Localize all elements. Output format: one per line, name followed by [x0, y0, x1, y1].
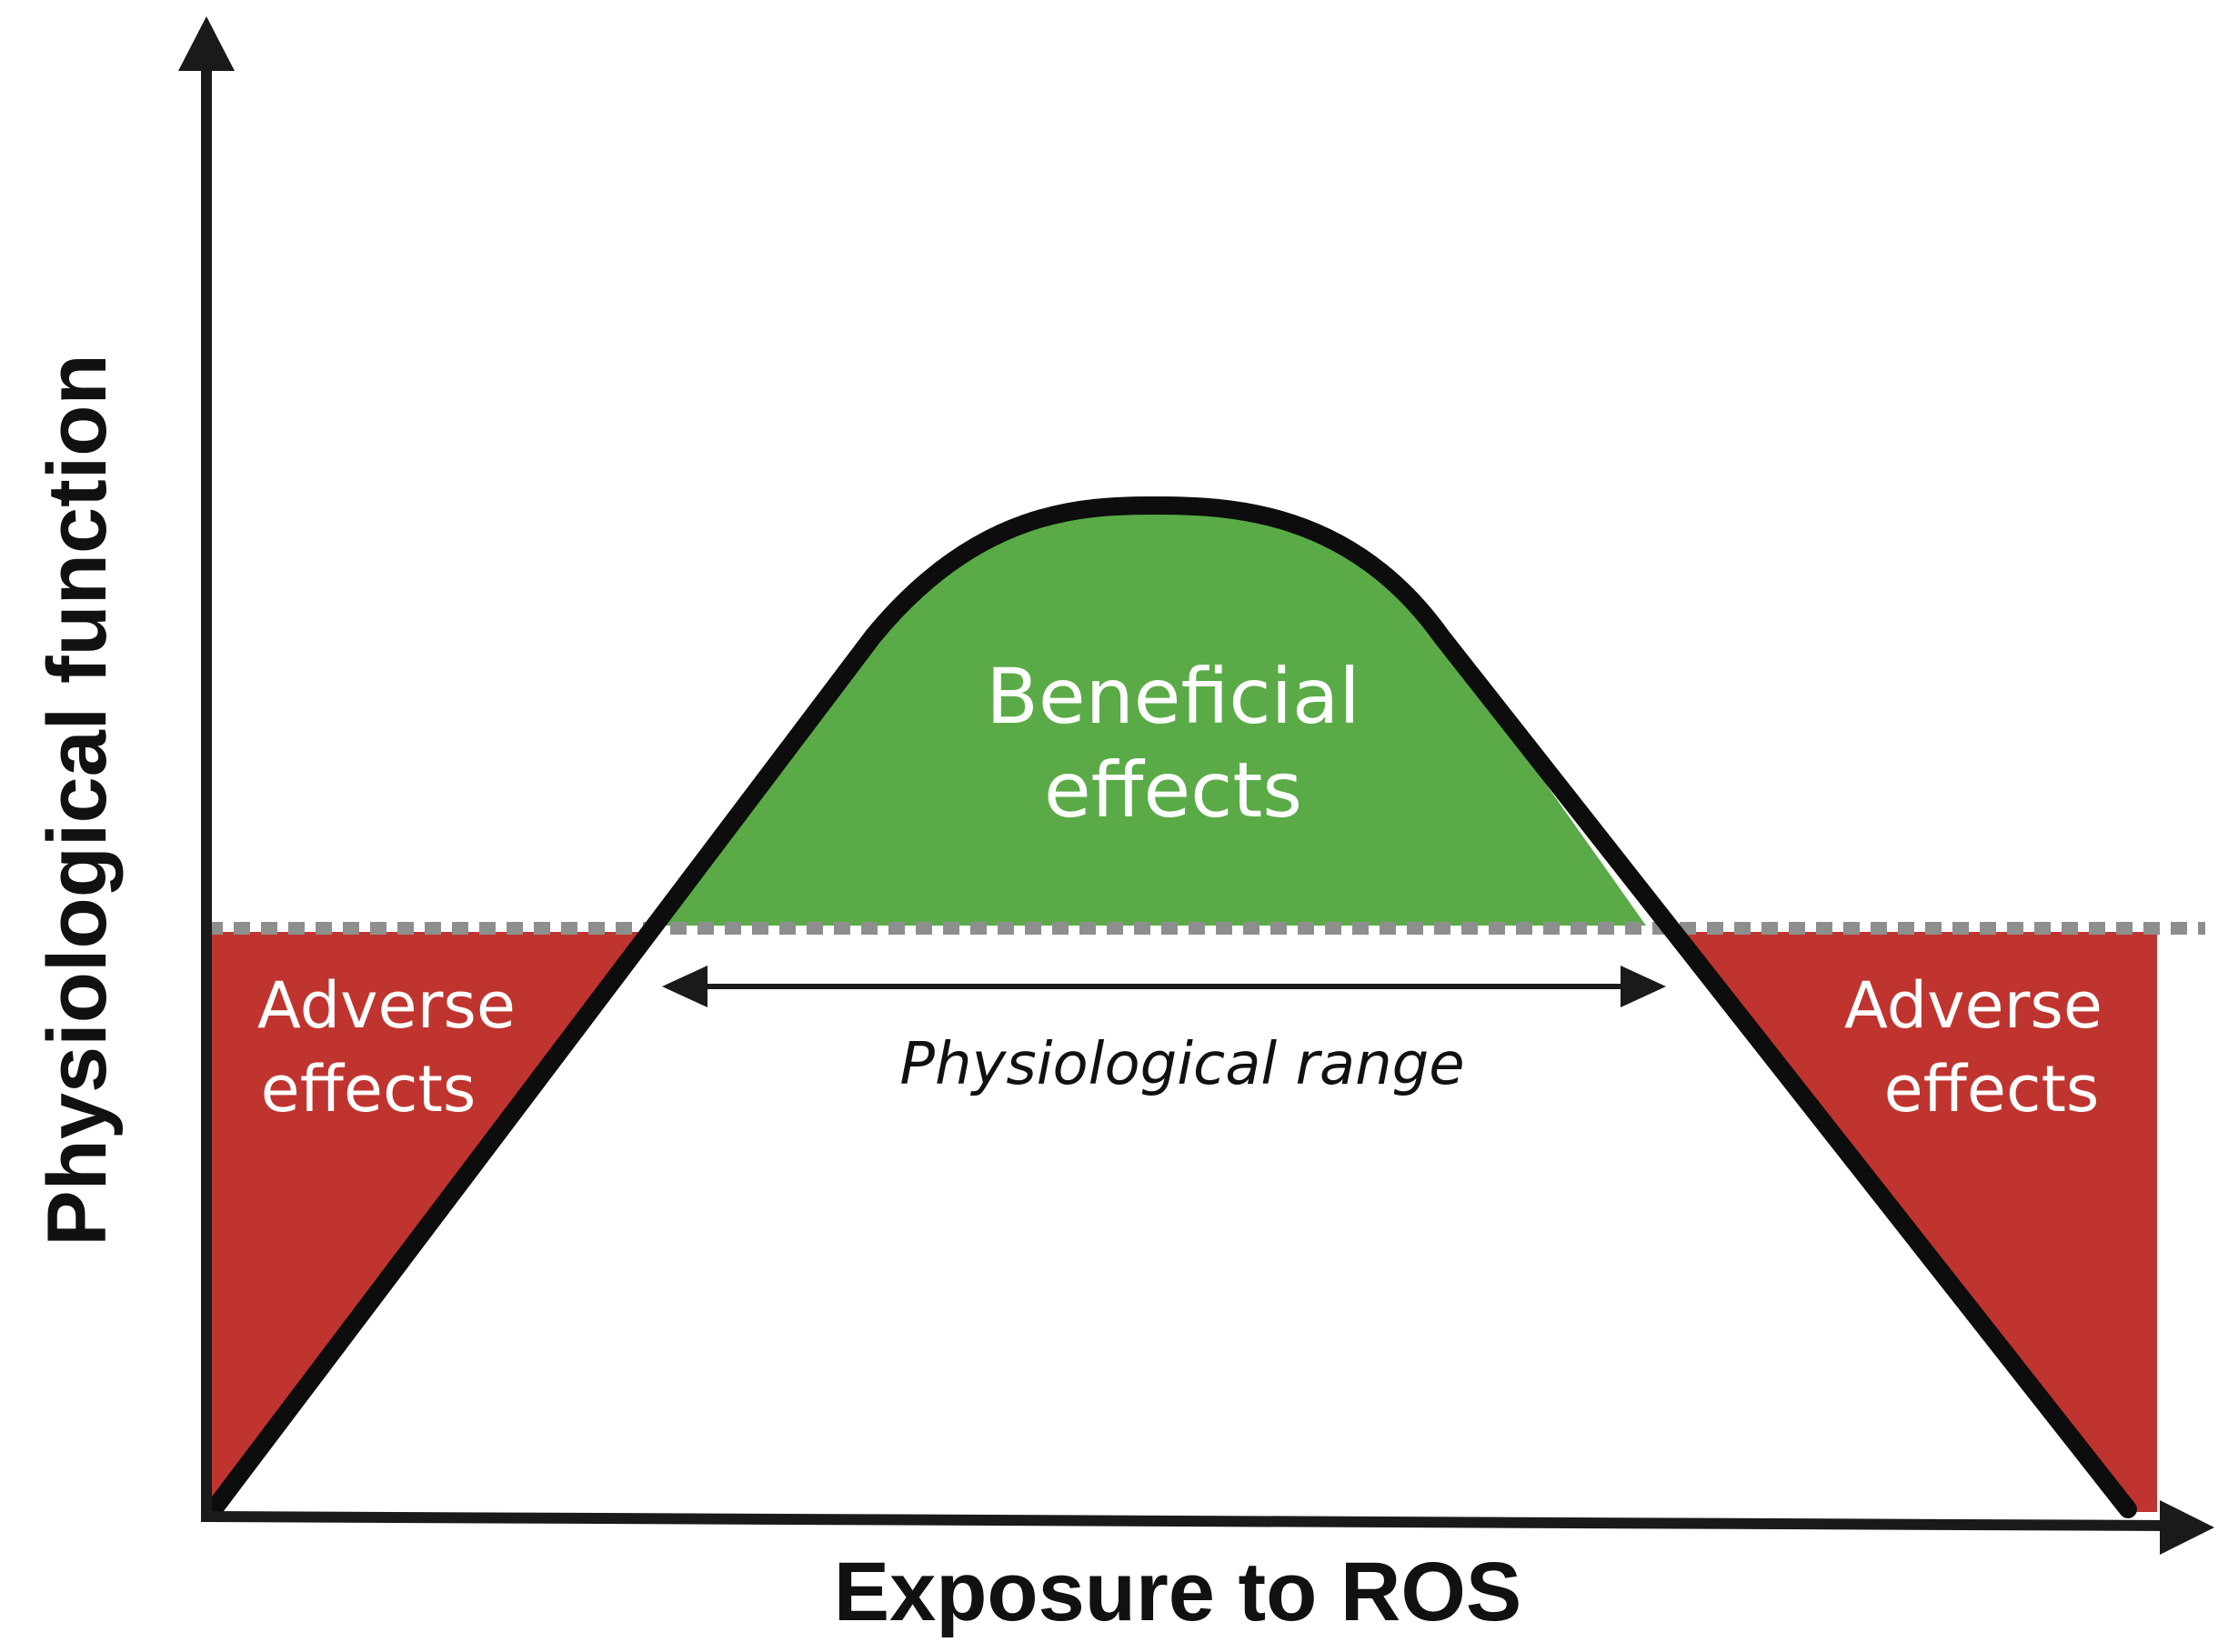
y-axis-label: Physiological function — [31, 354, 124, 1246]
x-axis-label: Exposure to ROS — [834, 1546, 1522, 1638]
x-axis — [200, 1511, 2170, 1531]
beneficial-label-line2: effects — [1044, 746, 1302, 835]
range-arrowhead-right — [1621, 966, 1666, 1007]
adverse-right-label-line2: effects — [1884, 1052, 2100, 1126]
y-axis-arrowhead — [178, 16, 235, 71]
beneficial-label-line1: Beneficial — [986, 652, 1360, 741]
response-curve — [205, 496, 2137, 1518]
physiological-range-label: Physiological range — [899, 1031, 1464, 1098]
range-arrowhead-left — [662, 966, 708, 1007]
beneficial-region — [664, 506, 1646, 926]
adverse-left-label-line1: Adverse — [257, 968, 516, 1043]
adverse-right-label-line1: Adverse — [1844, 968, 2103, 1043]
adverse-left-label-line2: effects — [261, 1052, 477, 1126]
x-axis-arrowhead — [2160, 1500, 2214, 1555]
